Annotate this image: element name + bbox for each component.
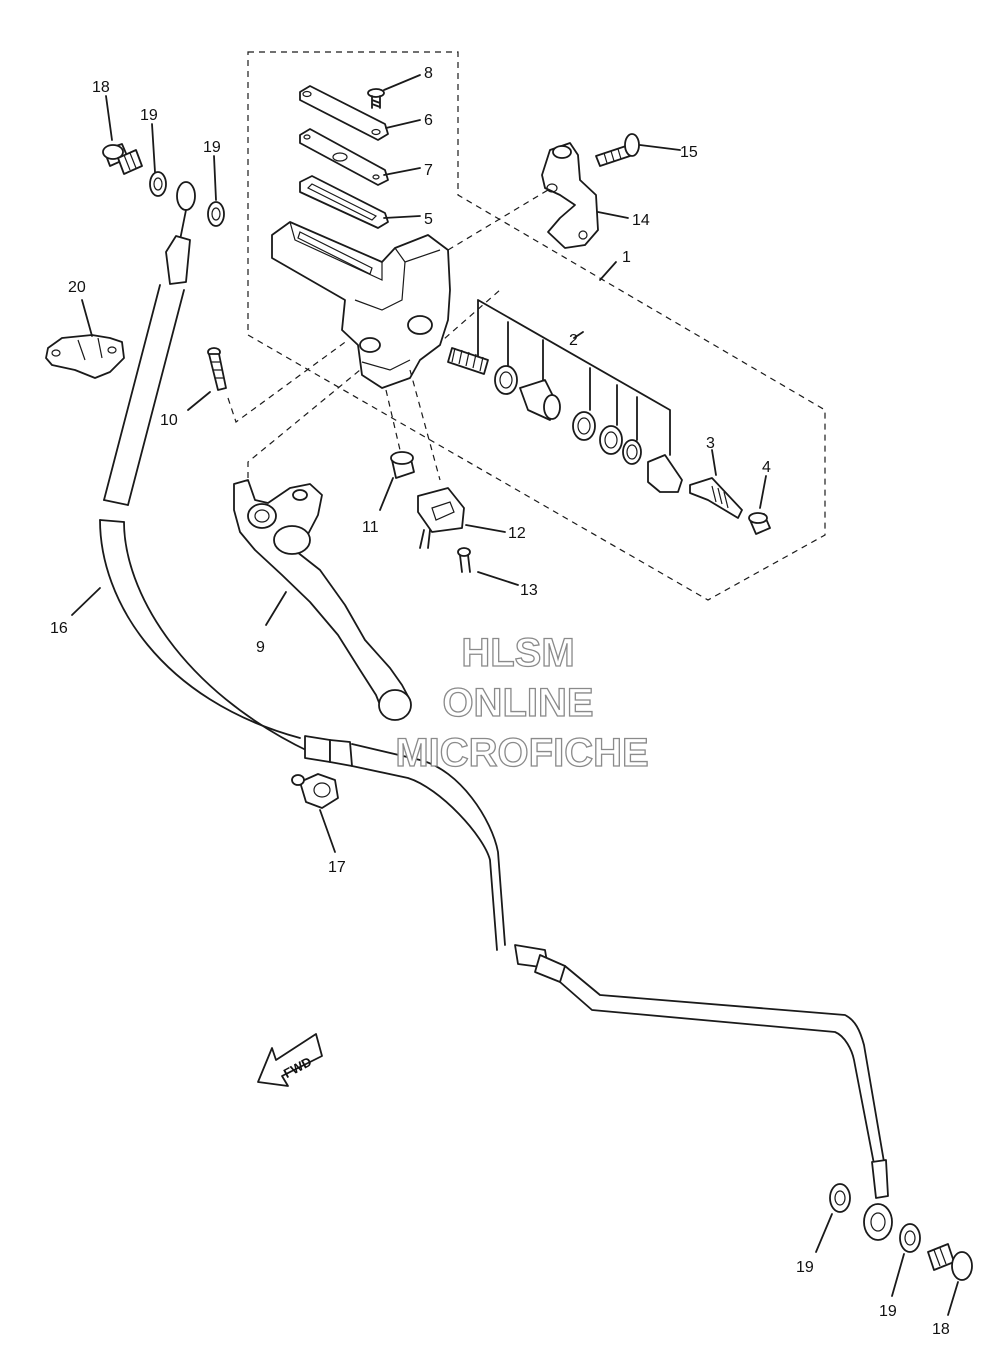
callout-5: 5 [424, 211, 433, 228]
watermark-line-1: HLSM [461, 631, 574, 675]
callout-15: 15 [680, 144, 698, 161]
callout-2: 2 [569, 332, 578, 349]
part-2-piston-kit [447, 299, 683, 493]
callout-7: 7 [424, 162, 433, 179]
callout-19-upper-b: 19 [203, 139, 221, 156]
part-9-lever [233, 369, 412, 721]
callout-10: 10 [160, 412, 178, 429]
part-4-cap [748, 475, 771, 535]
callout-19-upper-a: 19 [140, 107, 158, 124]
fwd-arrow-icon: FWD [257, 1033, 323, 1087]
leader-lines [383, 74, 617, 281]
part-6-plate [299, 85, 389, 141]
part-16-brake-hose [71, 181, 893, 1241]
callout-20: 20 [68, 279, 86, 296]
callout-11: 11 [362, 519, 379, 536]
callout-13: 13 [520, 582, 538, 599]
callout-12: 12 [508, 525, 526, 542]
callout-6: 6 [424, 112, 433, 129]
part-20-clamp [45, 299, 125, 379]
callout-18-upper: 18 [92, 79, 110, 96]
lower-banjo-bolt-group [815, 1183, 973, 1316]
callout-19-lower-a: 19 [796, 1259, 814, 1276]
part-14-holder [541, 142, 629, 249]
callout-18-lower: 18 [932, 1321, 950, 1338]
part-8-screw [367, 88, 385, 109]
callout-1: 1 [622, 249, 631, 266]
callout-3: 3 [706, 435, 715, 452]
part-13-screw [457, 547, 519, 586]
callout-19-lower-b: 19 [879, 1303, 897, 1320]
master-cylinder-body [271, 221, 451, 389]
watermark-line-3: MICROFICHE [395, 731, 648, 775]
part-12-switch [409, 369, 506, 549]
upper-banjo-bolt-group [102, 95, 225, 227]
part-5-diaphragm [299, 175, 389, 229]
callout-8: 8 [424, 65, 433, 82]
part-7-holder [299, 128, 389, 186]
part-11-boot [379, 389, 415, 511]
part-15-bolt [595, 133, 681, 167]
callout-4: 4 [762, 459, 771, 476]
assembly-boundary [247, 51, 826, 601]
watermark: HLSM ONLINE MICROFICHE [395, 630, 650, 775]
callout-16: 16 [50, 620, 68, 637]
callout-14: 14 [632, 212, 650, 229]
callout-17: 17 [328, 859, 346, 876]
callout-labels: 1 2 3 4 5 6 7 8 9 10 11 12 13 14 15 16 1… [50, 65, 950, 1338]
part-10-pivot-bolt [187, 339, 349, 423]
part-17-clamp [291, 773, 339, 853]
watermark-line-2: ONLINE [442, 681, 593, 725]
part-3-push-rod [689, 449, 743, 519]
callout-9: 9 [256, 639, 265, 656]
